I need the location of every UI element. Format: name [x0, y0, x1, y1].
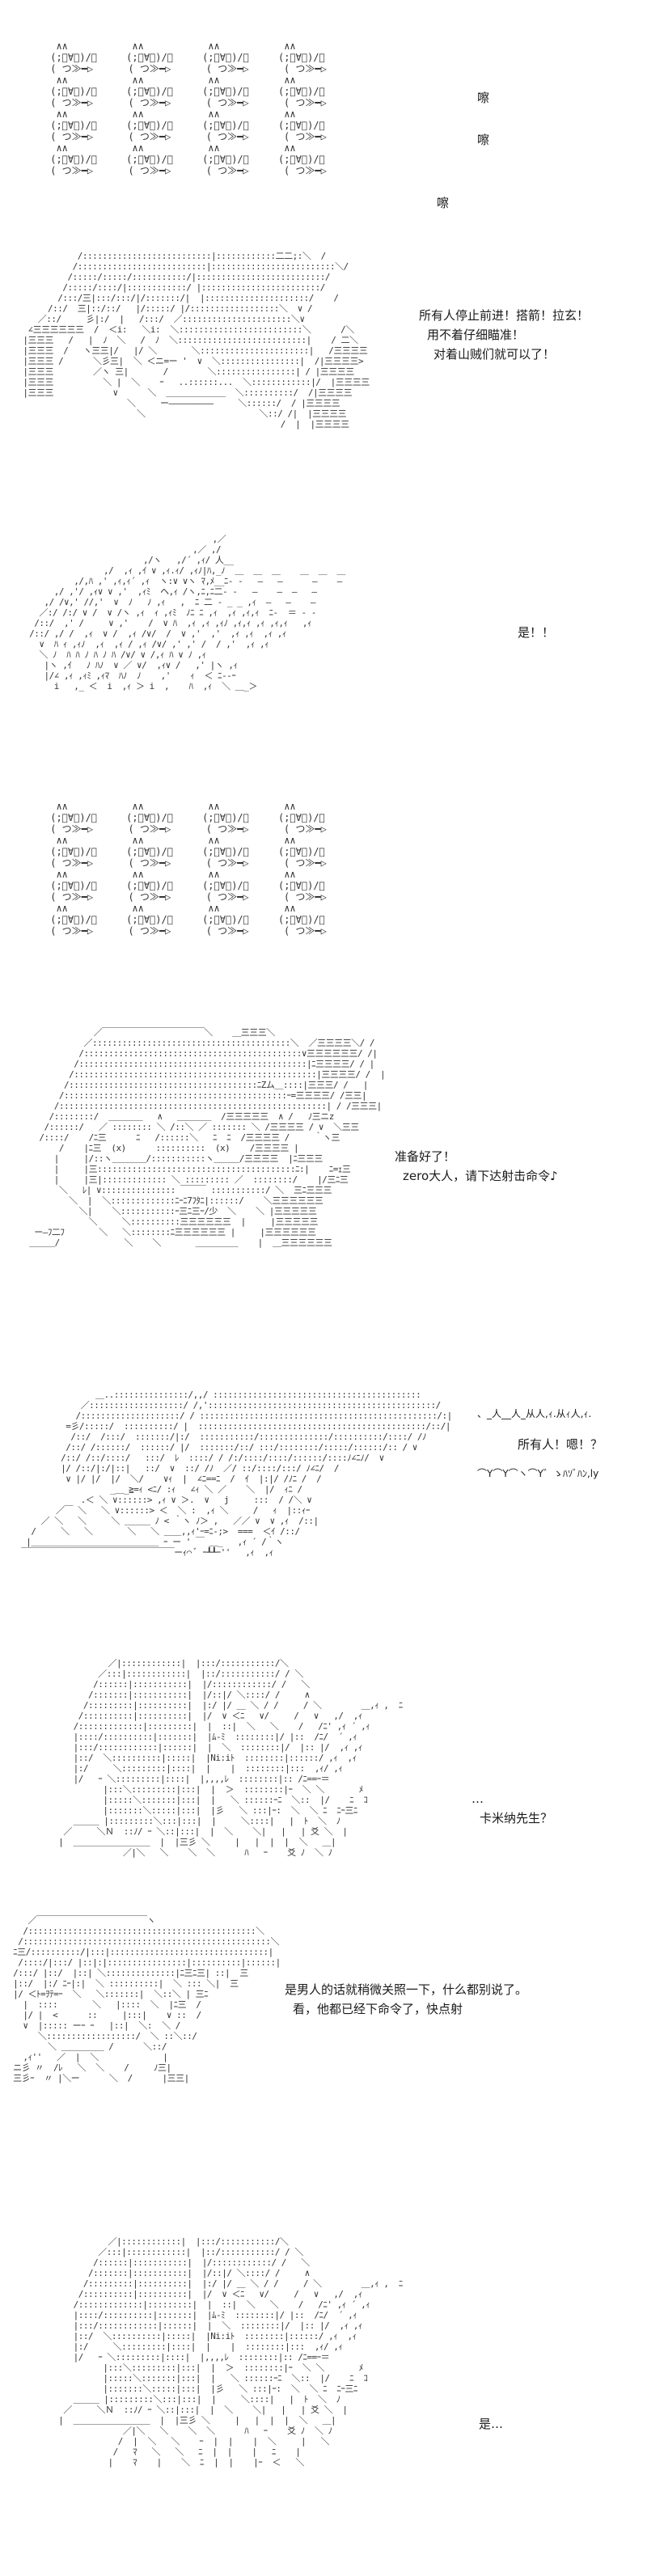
- ruby-bottom: ⌒Y⌒Y⌒ヽ⌒Y゛ゝﾊｿﾞﾊﾝ,ly: [477, 1468, 599, 1479]
- dialogue-line: 是…: [479, 2417, 504, 2431]
- panel-1: ∧∧ ∧∧ ∧∧ ∧∧ (;ﾟ∀ﾟ)/＼ (;ﾟ∀ﾟ)/＼ (;ﾟ∀ﾟ)/＼ (…: [0, 32, 647, 235]
- sfx-2: 嚓: [477, 133, 490, 147]
- army-ascii: ,／ ,／ ,/ ,/ヽ ,/´ ,ｨ/ 人__ ,/ ,ｨ ,ｲ ∨ ,ｨ.ｨ…: [29, 534, 345, 692]
- kamina-ascii: ／|::::::::::::| |:::/:::::::::::/＼ ／:::|…: [58, 1658, 403, 1858]
- panel-2: /::::::::::::::::::::::::::|::::::::::::…: [0, 235, 647, 510]
- dialogue-line: 是！！: [518, 625, 555, 640]
- panel-9: ／|::::::::::::| |:::/:::::::::::/＼ ／:::|…: [0, 2228, 647, 2576]
- sfx-3: 嚓: [437, 196, 450, 210]
- dialogue-line: 所有人停止前进！搭箭！拉玄！: [419, 308, 590, 323]
- dialogue-box: 准备好了！ zero大人，请下达射击命令♪: [395, 1147, 558, 1186]
- dialogue-line: …: [472, 1791, 484, 1806]
- panel-4: ∧∧ ∧∧ ∧∧ ∧∧ (;ﾟ∀ﾟ)/＼ (;ﾟ∀ﾟ)/＼ (;ﾟ∀ﾟ)/＼ (…: [0, 793, 647, 995]
- dialogue-line: 卡米纳先生？: [480, 1811, 553, 1825]
- dialogue-box: 是男人的话就稍微关照一下，什么都别说了。看，他都已经下命令了，快点射: [285, 1980, 527, 2019]
- cat-archers-ascii: ∧∧ ∧∧ ∧∧ ∧∧ (;ﾟ∀ﾟ)/＼ (;ﾟ∀ﾟ)/＼ (;ﾟ∀ﾟ)/＼ (…: [50, 801, 327, 937]
- panel-6: ＿..:::::::::::::::/,,/ :::::::::::::::::…: [0, 1383, 647, 1626]
- panel-8: ／￣￣￣￣￣￣￣￣￣￣￣￣￣ヽ /:::::::::::::::::::::::…: [0, 1909, 647, 2184]
- cat-archers-ascii: ∧∧ ∧∧ ∧∧ ∧∧ (;ﾟ∀ﾟ)/＼ (;ﾟ∀ﾟ)/＼ (;ﾟ∀ﾟ)/＼ (…: [50, 40, 327, 176]
- panel-3: ,／ ,／ ,/ ,/ヽ ,/´ ,ｨ/ 人__ ,/ ,ｨ ,ｲ ∨ ,ｨ.ｨ…: [0, 518, 647, 776]
- dialogue-line: 看，他都已经下命令了，快点射: [293, 2002, 463, 2016]
- dialogue-line: 所有人！嗯！？: [518, 1437, 603, 1452]
- dialogue-line: zero大人，请下达射击命令♪: [403, 1169, 558, 1183]
- panel-7: ／|::::::::::::| |:::/:::::::::::/＼ ／:::|…: [0, 1650, 647, 1884]
- dialogue-line: 准备好了！: [395, 1149, 456, 1164]
- dialogue-box: … 卡米纳先生？: [472, 1789, 552, 1828]
- ruby-top: 、_人__人_从人,ｨ.从ｨ人,ｨ.: [477, 1408, 592, 1419]
- kamina-ascii: ／|::::::::::::| |:::/:::::::::::/＼ ／:::|…: [58, 2236, 403, 2468]
- girl-ascii: ／￣￣￣￣￣￣￣￣￣￣￣￣＼ ＿三三三＼ ／::::::::::::::::::…: [29, 1027, 386, 1248]
- panel-5: ／￣￣￣￣￣￣￣￣￣￣￣￣＼ ＿三三三＼ ／::::::::::::::::::…: [0, 1027, 647, 1367]
- dialogue-line: 是男人的话就稍微关照一下，什么都别说了。: [285, 1982, 528, 1997]
- commander-ascii: /::::::::::::::::::::::::::|::::::::::::…: [23, 251, 370, 429]
- dialogue-line: 用不着仔细瞄准！: [427, 328, 525, 342]
- sfx-1: 嚓: [477, 91, 490, 105]
- simon-ascii: ／￣￣￣￣￣￣￣￣￣￣￣￣￣ヽ /:::::::::::::::::::::::…: [13, 1915, 281, 2083]
- dialogue-box: 所有人停止前进！搭箭！拉玄！ 用不着仔细瞄准！ 对着山贼们就可以了！: [419, 306, 589, 364]
- dialogue-line: 对着山贼们就可以了！: [433, 347, 556, 362]
- commander-stumble-ascii: ＿..:::::::::::::::/,,/ :::::::::::::::::…: [21, 1390, 452, 1558]
